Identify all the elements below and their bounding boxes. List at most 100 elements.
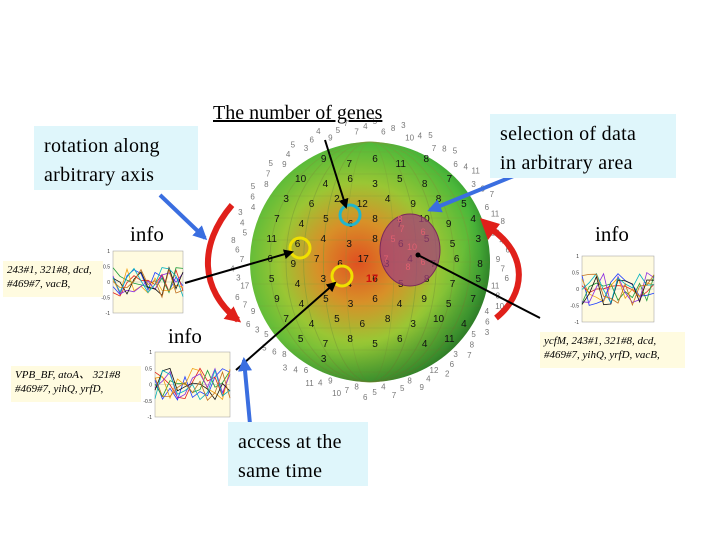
pointer-info-bottom-arrow bbox=[235, 281, 337, 371]
ring-number: 5 bbox=[400, 384, 405, 393]
ring-number: 7 bbox=[266, 170, 271, 179]
mini-chart-series-line bbox=[581, 275, 655, 304]
ring-number: 8 bbox=[231, 236, 236, 245]
callout-selection-line2: in arbitrary area bbox=[500, 152, 633, 174]
sphere-number: 8 bbox=[347, 334, 353, 345]
yellow-marker-center[interactable] bbox=[330, 264, 354, 288]
ring-number: 6 bbox=[272, 347, 277, 356]
ring-number: 7 bbox=[392, 391, 397, 400]
mini-chart-tick: 1 bbox=[149, 350, 152, 356]
ring-number: 5 bbox=[262, 344, 267, 353]
cyan-marker[interactable] bbox=[338, 203, 362, 227]
sphere-number: 4 bbox=[385, 194, 391, 205]
ring-number: 3 bbox=[485, 328, 490, 337]
sphere-number: 10 bbox=[295, 174, 307, 185]
sphere-number: 7 bbox=[314, 254, 320, 265]
ring-number: 3 bbox=[283, 364, 288, 373]
ring-number: 11 bbox=[472, 166, 481, 175]
mini-chart-series-line bbox=[112, 267, 184, 299]
info-label-left: info bbox=[130, 222, 164, 246]
sphere-number: 17 bbox=[358, 254, 370, 265]
ring-number: 5 bbox=[264, 330, 269, 339]
mini-chart-right: 10.50-0.5-1 bbox=[570, 254, 655, 326]
mini-chart-tick: 1 bbox=[107, 249, 110, 255]
mini-chart-tick: -1 bbox=[148, 415, 153, 421]
mini-chart-bottom: 10.50-0.5-1 bbox=[143, 350, 231, 421]
sphere-number: 9 bbox=[410, 199, 416, 210]
ring-number: 4 bbox=[318, 378, 323, 387]
sphere-number: 11 bbox=[444, 334, 455, 345]
sphere-number: 4 bbox=[295, 279, 301, 290]
sphere-number: 4 bbox=[309, 319, 315, 330]
ellipse-number: 5 bbox=[390, 234, 395, 244]
sphere-number: 8 bbox=[385, 314, 391, 325]
ring-number: 9 bbox=[496, 255, 501, 264]
sphere-number: 8 bbox=[372, 214, 378, 225]
sphere-number: 8 bbox=[422, 179, 428, 190]
mini-chart-series-line bbox=[112, 266, 184, 297]
callout-rotation: rotation along arbitrary axis bbox=[34, 126, 198, 190]
ring-number: 6 bbox=[235, 293, 240, 302]
ellipse-number: 7 bbox=[383, 254, 388, 264]
mini-chart-tick: 0 bbox=[107, 280, 110, 286]
ring-number: 5 bbox=[372, 388, 377, 397]
ring-number: 7 bbox=[240, 255, 245, 264]
gene-list-left-bottom: VPB_BF, atoA、 321#8 #469#7, yihQ, yrfD, bbox=[11, 366, 141, 402]
sphere-number: 6 bbox=[454, 254, 460, 265]
sphere-number: 9 bbox=[446, 219, 452, 230]
mini-chart-series-line bbox=[581, 273, 655, 306]
pointer-info-right-arrow bbox=[417, 254, 541, 319]
mini-chart-series-line bbox=[154, 367, 231, 401]
ring-number: 9 bbox=[419, 383, 424, 392]
mini-chart-tick: -0.5 bbox=[570, 304, 579, 310]
sphere-number: 5 bbox=[269, 274, 275, 285]
ring-number: 11 bbox=[491, 282, 500, 291]
yellow-marker-left[interactable] bbox=[288, 236, 312, 260]
sphere-number: 7 bbox=[283, 314, 289, 325]
pointer-access-blue bbox=[238, 357, 252, 425]
sphere-number: 5 bbox=[397, 174, 403, 185]
mini-chart-tick: 0 bbox=[149, 383, 152, 389]
sphere-number: 3 bbox=[476, 234, 482, 245]
sphere-number: 7 bbox=[450, 279, 456, 290]
ellipse-number: 6 bbox=[420, 227, 425, 237]
ring-number: 8 bbox=[407, 377, 412, 386]
ring-number: 4 bbox=[463, 163, 468, 172]
ring-number: 8 bbox=[500, 217, 505, 226]
sphere-number: 4 bbox=[461, 319, 467, 330]
sphere-number: 6 bbox=[337, 259, 343, 270]
mini-chart-series-line bbox=[581, 275, 655, 306]
ring-number: 8 bbox=[354, 382, 359, 391]
info-label-right: info bbox=[595, 222, 629, 246]
sphere-number: 6 bbox=[347, 174, 353, 185]
mini-chart-tick: 0.5 bbox=[103, 265, 110, 271]
sphere-number: 6 bbox=[267, 254, 273, 265]
mini-chart-tick: -0.5 bbox=[101, 296, 110, 302]
ring-number: 6 bbox=[309, 136, 314, 145]
mini-chart-series-line bbox=[112, 267, 184, 297]
gene-list-right: ycfM, 243#1, 321#8, dcd, #469#7, yihQ, y… bbox=[540, 332, 685, 368]
ring-number: 3 bbox=[401, 121, 406, 130]
sphere-number: 6 bbox=[372, 274, 378, 285]
ring-number: 9 bbox=[282, 160, 287, 169]
ring-number: 6 bbox=[304, 366, 309, 375]
sphere-number: 5 bbox=[334, 314, 340, 325]
sphere-number: 6 bbox=[372, 154, 378, 165]
callout-access-line1: access at the bbox=[238, 431, 342, 453]
sphere-number: 9 bbox=[274, 294, 280, 305]
ring-number: 10 bbox=[332, 389, 341, 398]
rotation-arrow-right bbox=[488, 225, 522, 321]
sphere-number: 5 bbox=[446, 299, 452, 310]
sphere-number: 11 bbox=[267, 234, 278, 245]
sphere-number: 9 bbox=[421, 294, 427, 305]
ring-number: 7 bbox=[490, 190, 495, 199]
ring-number: 3 bbox=[255, 326, 260, 335]
sphere-number: 4 bbox=[299, 219, 305, 230]
sphere-number: 3 bbox=[321, 354, 327, 365]
ring-number: 2 bbox=[445, 369, 450, 378]
mini-chart-tick: 1 bbox=[576, 254, 579, 260]
gene-list-left-top: 243#1, 321#8, dcd, #469#7, vacB, bbox=[3, 261, 103, 297]
mini-chart-series-line bbox=[154, 368, 231, 401]
